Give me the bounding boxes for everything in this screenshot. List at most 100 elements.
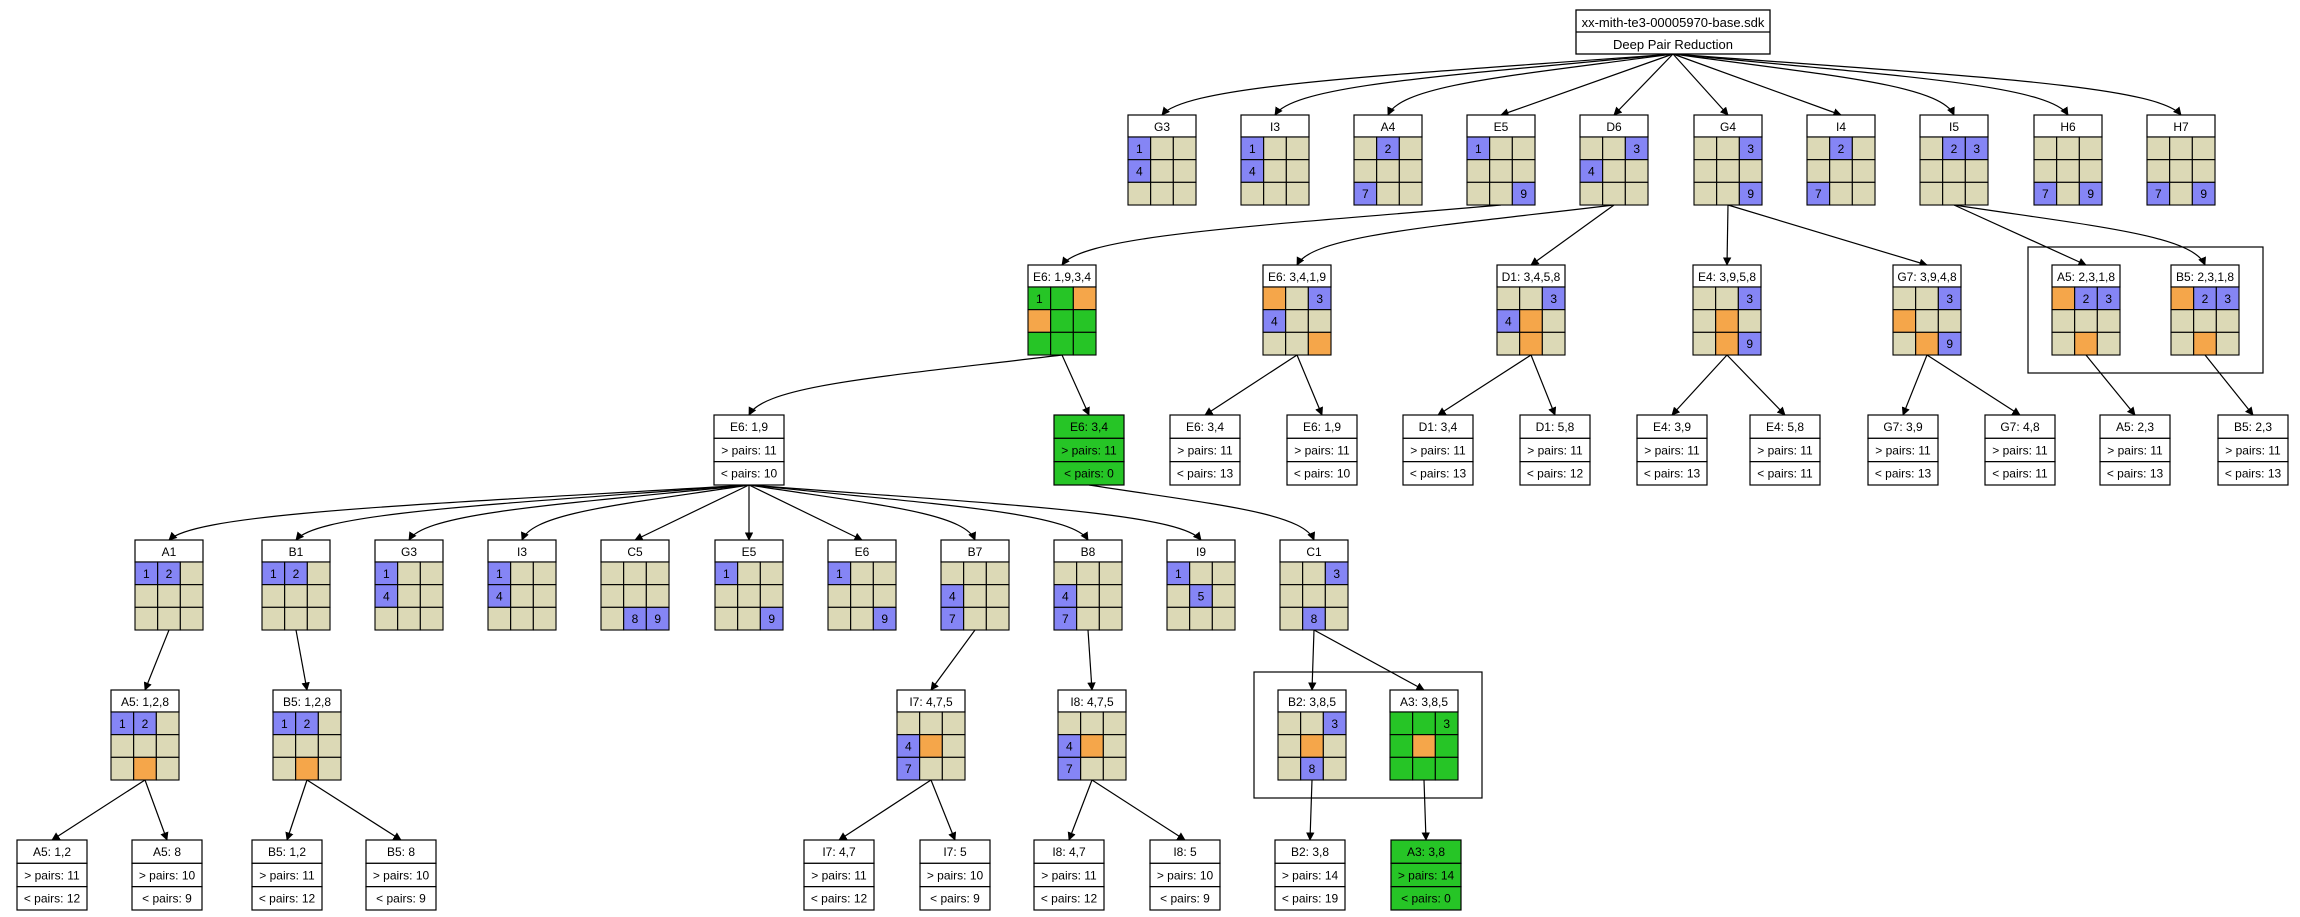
- cell-value: 9: [881, 612, 888, 626]
- grid-cell: [1324, 584, 1349, 608]
- grid-cell: [1263, 136, 1287, 161]
- node-label: I5: [1949, 120, 1959, 134]
- edge-i8a-i8_47: [1067, 779, 1093, 841]
- cell-value: 4: [1505, 315, 1512, 329]
- grid-cell: [1579, 136, 1604, 161]
- grid-cell: [600, 606, 625, 631]
- grid-cell: [1715, 286, 1739, 311]
- cell-value: 1: [836, 567, 843, 581]
- grid-cell: [317, 711, 342, 736]
- grid-cell: [1919, 136, 1944, 161]
- edge-a3a-a3_38: [1421, 779, 1430, 841]
- edge-root-i3a: [1274, 53, 1674, 116]
- grid-cell: [1602, 136, 1626, 161]
- grid-cell: [759, 606, 784, 631]
- grid-cell: [1389, 756, 1414, 781]
- stat-gt: > pairs: 14: [1282, 868, 1339, 882]
- grid-cell: [1829, 159, 1853, 183]
- grid-cell: [963, 584, 987, 608]
- grid-cell: [1624, 181, 1649, 206]
- grid-cell: [1285, 159, 1310, 183]
- edge-root-a4: [1387, 53, 1674, 116]
- grid-cell: [827, 584, 852, 608]
- stat-lt: < pairs: 10: [1294, 467, 1351, 481]
- stat-label: A3: 3,8: [1407, 845, 1445, 859]
- grid-cell: [872, 606, 897, 631]
- stat-lt: < pairs: 13: [1177, 467, 1234, 481]
- cell-value: 4: [905, 740, 912, 754]
- stat-lt: < pairs: 13: [1875, 467, 1932, 481]
- edge-b5a-b5_23: [2204, 354, 2254, 416]
- stat-gt: > pairs: 14: [1398, 868, 1455, 882]
- cell-value: 2: [2202, 292, 2209, 306]
- grid-cell: [272, 756, 297, 781]
- stat-label: G7: 4,8: [2000, 420, 2040, 434]
- cell-value: 3: [2224, 292, 2231, 306]
- node-label: E6: 1,9,3,4: [1033, 270, 1091, 284]
- edge-a5b-a5_12: [51, 779, 146, 841]
- stat-gt: > pairs: 11: [811, 868, 867, 882]
- grid-cell: [2074, 331, 2098, 356]
- grid-cell: [1189, 606, 1213, 631]
- grid-cell: [985, 584, 1010, 608]
- grid-cell: [2078, 136, 2103, 161]
- grid-cell: [1376, 159, 1400, 183]
- stat-node-d1_34: D1: 3,4> pairs: 11< pairs: 13: [1402, 414, 1474, 486]
- stat-gt: > pairs: 11: [1294, 443, 1350, 457]
- grid-cell: [850, 561, 874, 586]
- cell-value: 4: [1136, 165, 1143, 179]
- grid-cell: [1389, 734, 1414, 758]
- grid-cell: [1851, 159, 1876, 183]
- grid-cell: [1102, 756, 1127, 781]
- stat-gt: > pairs: 11: [1410, 443, 1466, 457]
- edge-i5-b5a: [1953, 204, 2206, 266]
- grid-cell: [1076, 584, 1100, 608]
- cell-value: 3: [2105, 292, 2112, 306]
- grid-cell: [1716, 181, 1740, 206]
- root-title: xx-mith-te3-00005970-base.sdk: [1582, 15, 1765, 30]
- grid-cell: [985, 606, 1010, 631]
- stat-label: E6: 3,4: [1070, 420, 1108, 434]
- cell-value: 9: [654, 612, 661, 626]
- stat-gt: > pairs: 11: [1992, 443, 2048, 457]
- grid-cell: [623, 584, 647, 608]
- grid-cell: [2051, 309, 2076, 333]
- node-label: E6: [855, 545, 870, 559]
- grid-cell: [2215, 331, 2240, 356]
- grid-node-e4a: E4: 3,9,5,839: [1692, 264, 1762, 356]
- cell-value: 7: [905, 762, 912, 776]
- grid-cell: [1324, 606, 1349, 631]
- stat-lt: < pairs: 12: [1527, 467, 1584, 481]
- grid-cell: [2193, 309, 2217, 333]
- grid-cell: [532, 584, 557, 608]
- stat-node-i7_47: I7: 4,7> pairs: 11< pairs: 12: [803, 839, 875, 911]
- stat-lt: < pairs: 13: [1410, 467, 1467, 481]
- cell-value: 3: [1946, 292, 1953, 306]
- cell-value: 9: [2087, 187, 2094, 201]
- edge-g4-g7a: [1727, 204, 1928, 267]
- grid-cell: [2074, 309, 2098, 333]
- grid-cell: [1300, 734, 1324, 758]
- grid-cell: [1692, 331, 1717, 356]
- node-label: A5: 2,3,1,8: [2057, 270, 2115, 284]
- grid-cell: [645, 606, 670, 631]
- grid-cell: [1166, 606, 1191, 631]
- grid-cell: [737, 561, 761, 586]
- grid-cell: [850, 606, 874, 631]
- stat-node-e4_39: E4: 3,9> pairs: 11< pairs: 13: [1636, 414, 1708, 486]
- grid-cell: [2056, 159, 2080, 183]
- edge-e6a-e6_19: [748, 354, 1063, 416]
- grid-cell: [133, 734, 157, 758]
- stat-label: B2: 3,8: [1291, 845, 1329, 859]
- grid-cell: [419, 584, 444, 608]
- edge-e5a-e6a: [1061, 204, 1502, 266]
- edge-root-g4: [1672, 53, 1729, 116]
- stat-gt: > pairs: 11: [1875, 443, 1931, 457]
- cell-value: 4: [1271, 315, 1278, 329]
- edge-g7a-g7_48: [1926, 354, 2021, 416]
- cell-value: 3: [1333, 567, 1340, 581]
- stat-node-b5_12: B5: 1,2> pairs: 11< pairs: 12: [251, 839, 323, 911]
- node-label: H7: [2173, 120, 2189, 134]
